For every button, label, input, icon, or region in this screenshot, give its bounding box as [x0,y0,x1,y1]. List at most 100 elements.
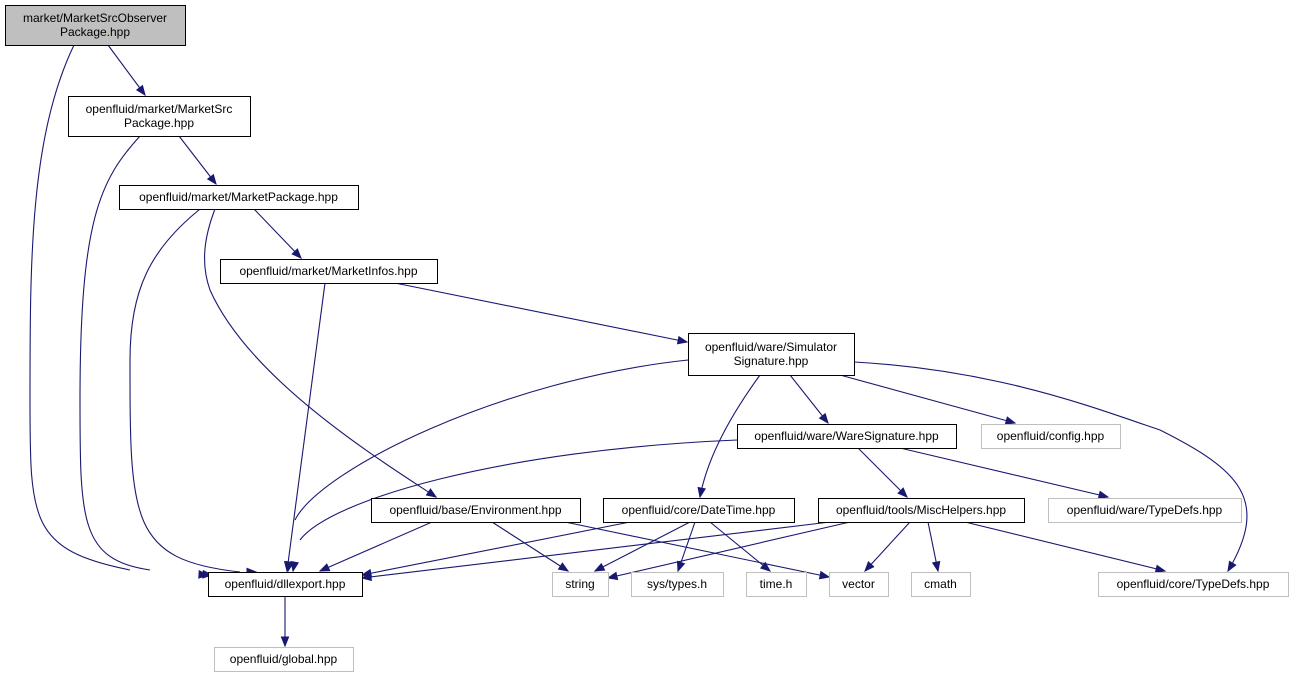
edge-env-vec [564,521,830,578]
node-label-glob: openfluid/global.hpp [230,652,338,666]
arrowhead-ss-ws [818,412,829,425]
node-box-env [371,498,581,523]
node-dt[interactable]: openfluid/core/DateTime.hpp [603,498,795,523]
edge-mp-env [204,208,437,498]
node-label-cmath: cmath [924,577,957,591]
node-label-msop: Package.hpp [60,25,130,39]
node-cmath[interactable]: cmath [911,572,971,597]
edge-ss-cfg [839,374,1016,424]
node-box-time [746,572,807,597]
arrowhead-ws-mh [897,487,908,498]
node-label-ss: openfluid/ware/Simulator [705,340,837,354]
edge-dt-dll [361,521,631,576]
edge-ss-dll [294,359,689,521]
node-cfg[interactable]: openfluid/config.hpp [981,424,1121,449]
node-dll[interactable]: openfluid/dllexport.hpp [208,572,363,597]
node-layer: market/MarketSrcObserverPackage.hppopenf… [5,5,1289,672]
node-ws[interactable]: openfluid/ware/WareSignature.hpp [737,424,957,449]
node-box-mh [818,498,1025,523]
edge-mh-str [607,521,851,579]
node-label-wtd: openfluid/ware/TypeDefs.hpp [1067,503,1223,517]
node-label-time: time.h [760,577,793,591]
arrowhead-mi-ss [676,335,689,345]
node-label-ss: Signature.hpp [734,354,809,368]
node-label-env: openfluid/base/Environment.hpp [389,503,561,517]
node-box-mi [220,259,438,284]
node-box-dt [603,498,795,523]
edge-ws-mh [857,447,908,498]
edge-layer [29,44,1248,648]
node-box-sys [631,572,724,597]
edge-msop-msp [107,44,146,96]
node-str[interactable]: string [552,572,609,597]
node-time[interactable]: time.h [746,572,807,597]
node-box-msp [68,96,251,137]
node-label-vec: vector [842,577,875,591]
edge-msop-dll [29,44,131,571]
edge-dt-str [594,521,691,572]
arrowhead-env-str [557,562,570,572]
arrowhead-ws-wtd [1097,490,1110,500]
edge-env-str [491,521,569,572]
edge-env-dll [319,521,433,572]
node-label-msp: openfluid/market/MarketSrc [86,102,233,116]
edge-mp-mi [253,208,302,259]
node-label-mh: openfluid/tools/MiscHelpers.hpp [836,503,1006,517]
node-box-dll [208,572,363,597]
edge-mi-dll [286,282,326,572]
node-label-sys: sys/types.h [647,577,707,591]
arrowhead-ss-cfg [1004,416,1017,425]
node-env[interactable]: openfluid/base/Environment.hpp [371,498,581,523]
node-vec[interactable]: vector [829,572,889,597]
node-box-cfg [981,424,1121,449]
arrowhead-msp-dll [202,569,214,579]
node-label-ctd: openfluid/core/TypeDefs.hpp [1117,577,1270,591]
arrowhead-dll-glob [280,636,290,648]
arrowhead-ss-dt [697,486,707,499]
node-wtd[interactable]: openfluid/ware/TypeDefs.hpp [1048,498,1242,523]
node-mi[interactable]: openfluid/market/MarketInfos.hpp [220,259,438,284]
arrowhead-mp-env [425,488,438,498]
node-box-cmath [911,572,971,597]
edge-mh-dll [361,521,831,579]
node-box-ctd [1098,572,1289,597]
edge-ss-dt [699,374,761,498]
edge-mp-dll [129,208,241,573]
arrowhead-env-vec [818,570,831,580]
node-label-dt: openfluid/core/DateTime.hpp [622,503,776,517]
node-box-str [552,572,609,597]
node-sys[interactable]: sys/types.h [631,572,724,597]
edge-mi-ss [394,282,688,343]
node-mp[interactable]: openfluid/market/MarketPackage.hpp [119,185,359,210]
edge-msp-dll [79,135,151,571]
edge-dt-time [709,521,771,572]
arrowhead-env-dll [318,563,331,572]
node-label-msop: market/MarketSrcObserver [23,11,167,25]
node-ctd[interactable]: openfluid/core/TypeDefs.hpp [1098,572,1289,597]
edge-ws-dll [299,439,738,541]
node-box-glob [214,647,354,672]
edge-ss-ws [789,374,829,424]
node-label-cfg: openfluid/config.hpp [997,429,1105,443]
node-label-mi: openfluid/market/MarketInfos.hpp [239,264,417,278]
node-glob[interactable]: openfluid/global.hpp [214,647,354,672]
edge-ws-wtd [899,447,1109,498]
arrowhead-mh-str [606,571,619,581]
node-mh[interactable]: openfluid/tools/MiscHelpers.hpp [818,498,1025,523]
node-label-ws: openfluid/ware/WareSignature.hpp [754,429,939,443]
arrowhead-mh-vec [864,561,875,572]
node-label-dll: openfluid/dllexport.hpp [225,577,346,591]
node-box-wtd [1048,498,1242,523]
node-label-msp: Package.hpp [124,116,194,130]
arrowhead-msp-mp [206,173,217,186]
arrowhead-dt-str [593,562,606,572]
arrowhead-mh-cmath [931,560,941,573]
node-box-msop [5,5,186,46]
node-box-ss [688,333,855,376]
edge-mh-ctd [964,521,1166,572]
edge-msp-mp [178,135,217,185]
